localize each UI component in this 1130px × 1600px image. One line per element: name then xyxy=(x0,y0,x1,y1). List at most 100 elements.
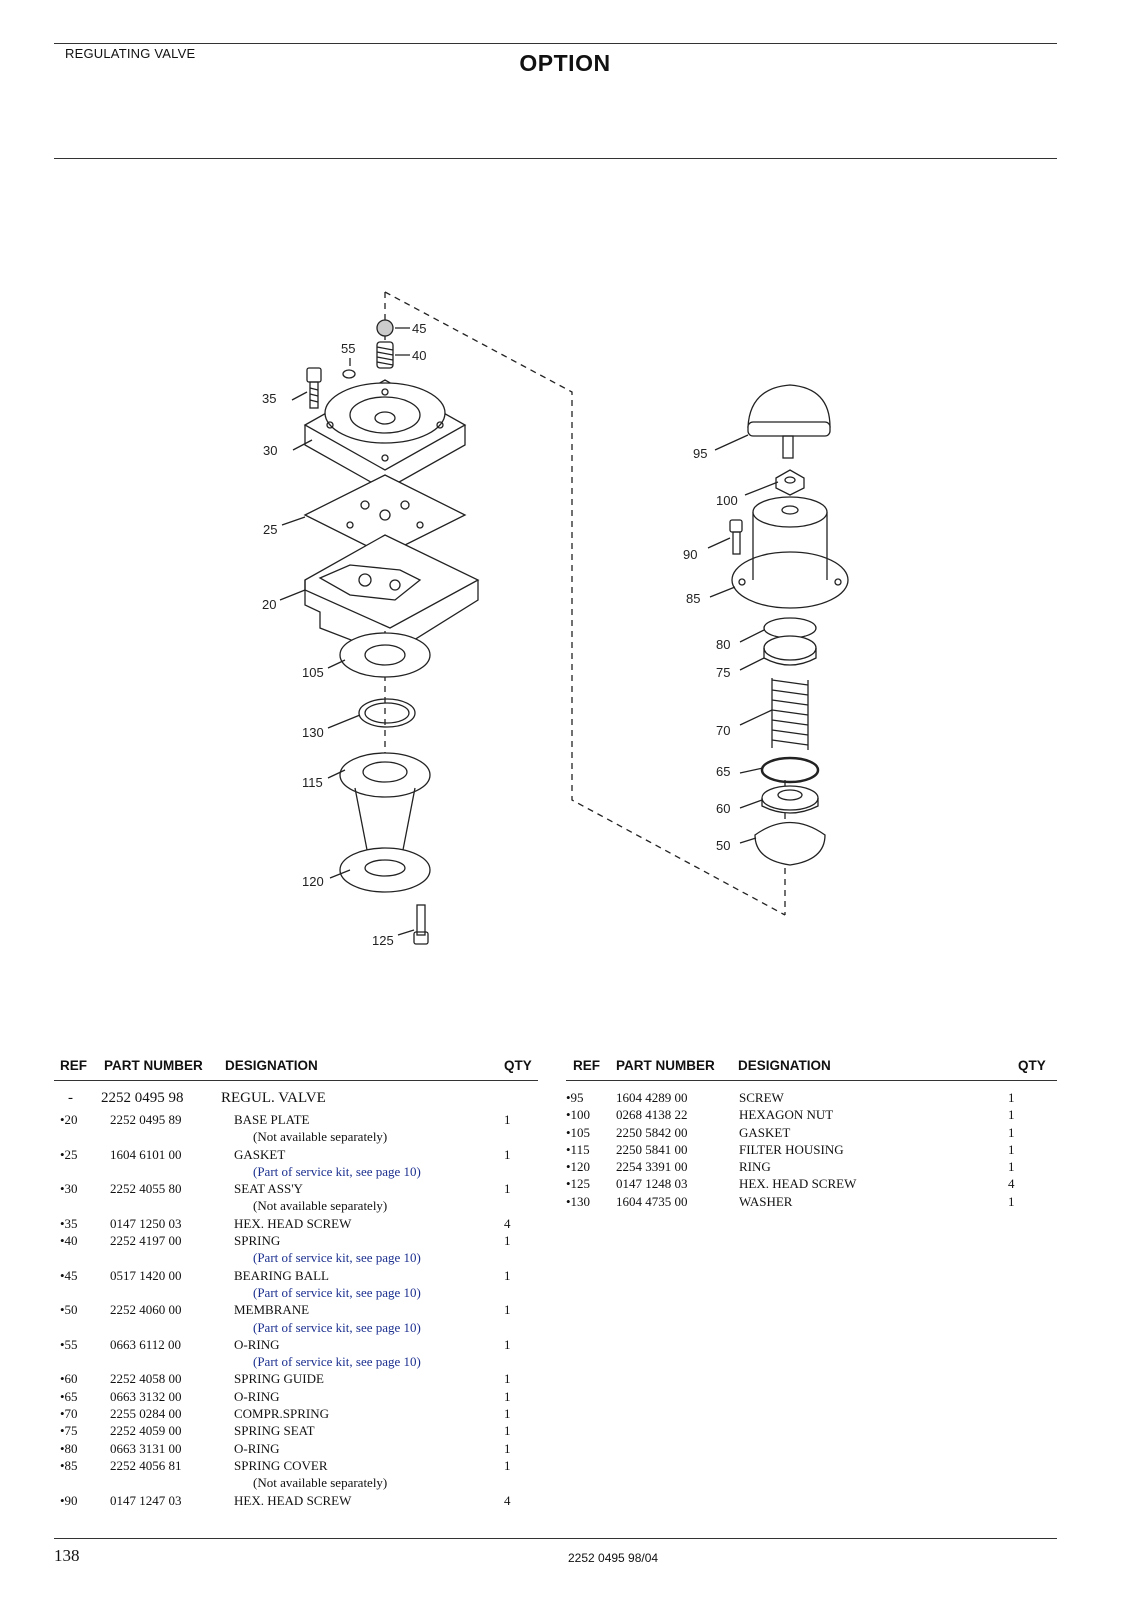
row-designation: SEAT ASS'Y xyxy=(234,1181,303,1197)
row-part-number: 0147 1248 03 xyxy=(616,1176,688,1192)
header-bottom-rule xyxy=(54,158,1057,159)
row-part-number: 0663 3131 00 xyxy=(110,1440,182,1456)
washer-part xyxy=(358,698,416,728)
row-part-number: 2252 4058 00 xyxy=(110,1371,182,1387)
document-number: 2252 0495 98/04 xyxy=(568,1551,659,1565)
row-qty: 4 xyxy=(504,1492,511,1508)
col-designation-header: DESIGNATION xyxy=(738,1058,831,1073)
row-note: (Not available separately) xyxy=(253,1475,388,1491)
row-ref: •100 xyxy=(566,1107,591,1123)
row-ref: •65 xyxy=(60,1388,78,1404)
callout-85: 85 xyxy=(686,591,700,606)
filter-housing-part xyxy=(339,752,431,863)
row-ref: •40 xyxy=(60,1233,78,1249)
row-designation: SPRING xyxy=(234,1233,281,1249)
row-qty: 4 xyxy=(1008,1176,1015,1192)
footer-rule xyxy=(54,1538,1057,1539)
row-note: (Not available separately) xyxy=(253,1198,388,1214)
bearing-ball-part xyxy=(376,319,394,337)
row-ref: •60 xyxy=(60,1371,78,1387)
row-part-number: 2252 0495 98 xyxy=(101,1090,184,1106)
row-qty: 1 xyxy=(1008,1159,1015,1175)
spring-part xyxy=(376,341,394,369)
row-designation: COMPR.SPRING xyxy=(234,1406,330,1422)
row-ref: •125 xyxy=(566,1176,591,1192)
row-designation: BASE PLATE xyxy=(234,1112,310,1127)
callout-35: 35 xyxy=(262,391,276,406)
row-qty: 1 xyxy=(504,1336,511,1352)
hexagon-nut-part xyxy=(775,469,805,496)
row-designation: WASHER xyxy=(739,1193,793,1209)
row-qty: 1 xyxy=(504,1371,511,1387)
spring-cover-part xyxy=(731,496,849,609)
row-qty: 1 xyxy=(504,1406,511,1422)
row-ref: •50 xyxy=(60,1302,78,1318)
row-ref: •105 xyxy=(566,1124,591,1140)
row-designation: MEMBRANE xyxy=(234,1302,310,1318)
compression-spring-part xyxy=(771,678,809,750)
row-part-number: 1604 6101 00 xyxy=(110,1146,182,1162)
callout-130: 130 xyxy=(302,725,324,740)
callout-95: 95 xyxy=(693,446,707,461)
row-ref: - xyxy=(68,1090,73,1106)
base-plate-part xyxy=(304,534,480,656)
table-header-rule xyxy=(566,1080,1057,1081)
row-note: (Part of service kit, see page 10) xyxy=(253,1284,421,1300)
row-qty: 1 xyxy=(504,1440,511,1456)
col-designation-header: DESIGNATION xyxy=(225,1058,318,1073)
o-ring-65-part xyxy=(760,756,820,784)
row-ref: •90 xyxy=(60,1492,78,1508)
o-ring-small-part xyxy=(342,369,356,379)
header-top-rule xyxy=(54,43,1057,44)
row-designation: O-RING xyxy=(234,1440,280,1456)
row-designation: HEXAGON NUT xyxy=(739,1107,834,1123)
row-qty: 1 xyxy=(504,1267,511,1283)
row-part-number: 2252 4060 00 xyxy=(110,1302,182,1318)
callout-50: 50 xyxy=(716,838,730,853)
row-qty: 1 xyxy=(504,1423,511,1439)
row-designation: HEX. HEAD SCREW xyxy=(739,1176,857,1192)
row-part-number: 2252 4056 81 xyxy=(110,1457,182,1473)
seat-assy-part xyxy=(303,379,467,491)
row-designation: SPRING SEAT xyxy=(234,1423,315,1439)
col-part-header: PART NUMBER xyxy=(616,1058,715,1073)
section-label: REGULATING VALVE xyxy=(65,46,196,61)
callout-100: 100 xyxy=(716,493,738,508)
col-ref-header: REF xyxy=(60,1058,87,1073)
row-designation: HEX. HEAD SCREW xyxy=(234,1492,352,1508)
callout-55: 55 xyxy=(341,341,355,356)
callout-70: 70 xyxy=(716,723,730,738)
callout-120: 120 xyxy=(302,874,324,889)
callout-80: 80 xyxy=(716,637,730,652)
row-qty: 1 xyxy=(1008,1193,1015,1209)
row-qty: 1 xyxy=(1008,1124,1015,1140)
row-note: (Part of service kit, see page 10) xyxy=(253,1163,421,1179)
row-designation: SCREW xyxy=(739,1090,784,1105)
gasket-ring-part xyxy=(339,632,431,678)
row-designation: GASKET xyxy=(739,1124,791,1140)
row-part-number: 0663 3132 00 xyxy=(110,1388,182,1404)
row-designation: O-RING xyxy=(234,1388,280,1404)
row-ref: •75 xyxy=(60,1423,78,1439)
row-ref: •30 xyxy=(60,1181,78,1197)
hex-screw-part xyxy=(306,367,322,409)
page-number: 138 xyxy=(54,1546,80,1565)
spring-guide-part xyxy=(761,785,819,814)
row-ref: •25 xyxy=(60,1146,78,1162)
col-part-header: PART NUMBER xyxy=(104,1058,203,1073)
row-note: (Not available separately) xyxy=(253,1129,388,1145)
row-ref: •45 xyxy=(60,1267,78,1283)
callout-115: 115 xyxy=(302,775,323,790)
col-qty-header: QTY xyxy=(504,1058,532,1073)
knob-part xyxy=(747,384,831,459)
callout-75: 75 xyxy=(716,665,730,680)
row-ref: •115 xyxy=(566,1141,590,1157)
callout-90: 90 xyxy=(683,547,697,562)
callout-40: 40 xyxy=(412,348,426,363)
page-title: OPTION xyxy=(519,50,611,76)
row-ref: •80 xyxy=(60,1440,78,1456)
row-part-number: 0268 4138 22 xyxy=(616,1107,688,1123)
callout-20: 20 xyxy=(262,597,276,612)
callout-30: 30 xyxy=(263,443,277,458)
row-ref: •55 xyxy=(60,1336,78,1352)
